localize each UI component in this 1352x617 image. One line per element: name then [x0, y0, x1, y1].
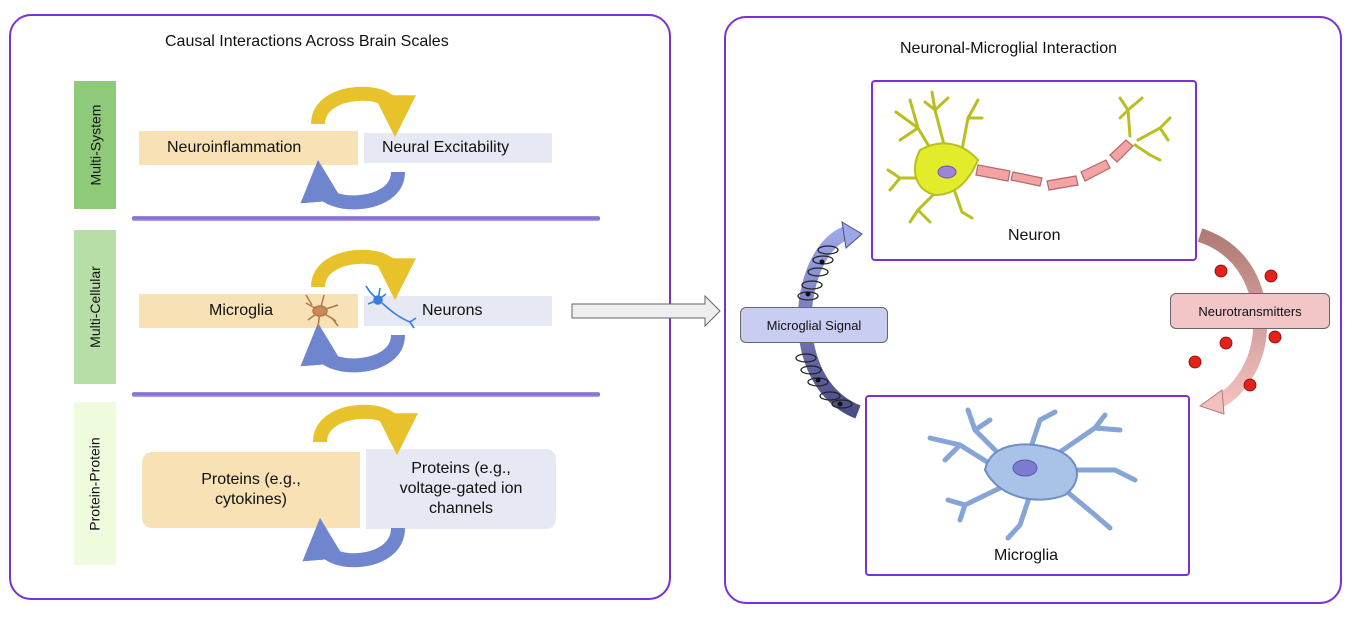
scale-separator: [132, 216, 600, 221]
microglial-signal-label: Microglial Signal: [766, 317, 862, 333]
microglia-box: Microglia: [139, 294, 358, 328]
scale-separator: [132, 392, 600, 397]
microglia-label: Microglia: [209, 302, 274, 319]
right-panel-title: Neuronal-Microglial Interaction: [900, 40, 1117, 57]
microglial-signal-pill: Microglial Signal: [740, 307, 888, 343]
cytokines-label: Proteins (e.g., cytokines): [201, 471, 301, 508]
scale-label-text: Multi-System: [87, 104, 103, 186]
scale-label-protein-protein: Protein-Protein: [74, 402, 116, 565]
left-panel-title: Causal Interactions Across Brain Scales: [165, 33, 449, 50]
scale-label-multi-system: Multi-System: [74, 81, 116, 209]
scale-label-text: Multi-Cellular: [87, 266, 103, 348]
cytokines-box: Proteins (e.g., cytokines): [142, 452, 360, 528]
ion-channels-label: Proteins (e.g., voltage-gated ion channe…: [399, 460, 523, 517]
neurotransmitters-pill: Neurotransmitters: [1170, 293, 1330, 329]
scale-label-multi-cellular: Multi-Cellular: [74, 230, 116, 384]
neuroinflammation-box: Neuroinflammation: [139, 131, 358, 165]
neural-excitability-box: Neural Excitability: [364, 133, 552, 163]
microglia-caption: Microglia: [994, 547, 1059, 564]
ion-channels-box: Proteins (e.g., voltage-gated ion channe…: [366, 449, 556, 529]
neurons-label: Neurons: [422, 302, 483, 319]
neuroinflammation-label: Neuroinflammation: [167, 139, 302, 156]
neurons-box: Neurons: [364, 296, 552, 326]
neuron-caption: Neuron: [1008, 227, 1061, 244]
neural-excitability-label: Neural Excitability: [382, 139, 510, 156]
scale-label-text: Protein-Protein: [87, 436, 104, 531]
neurotransmitters-label: Neurotransmitters: [1198, 303, 1302, 319]
